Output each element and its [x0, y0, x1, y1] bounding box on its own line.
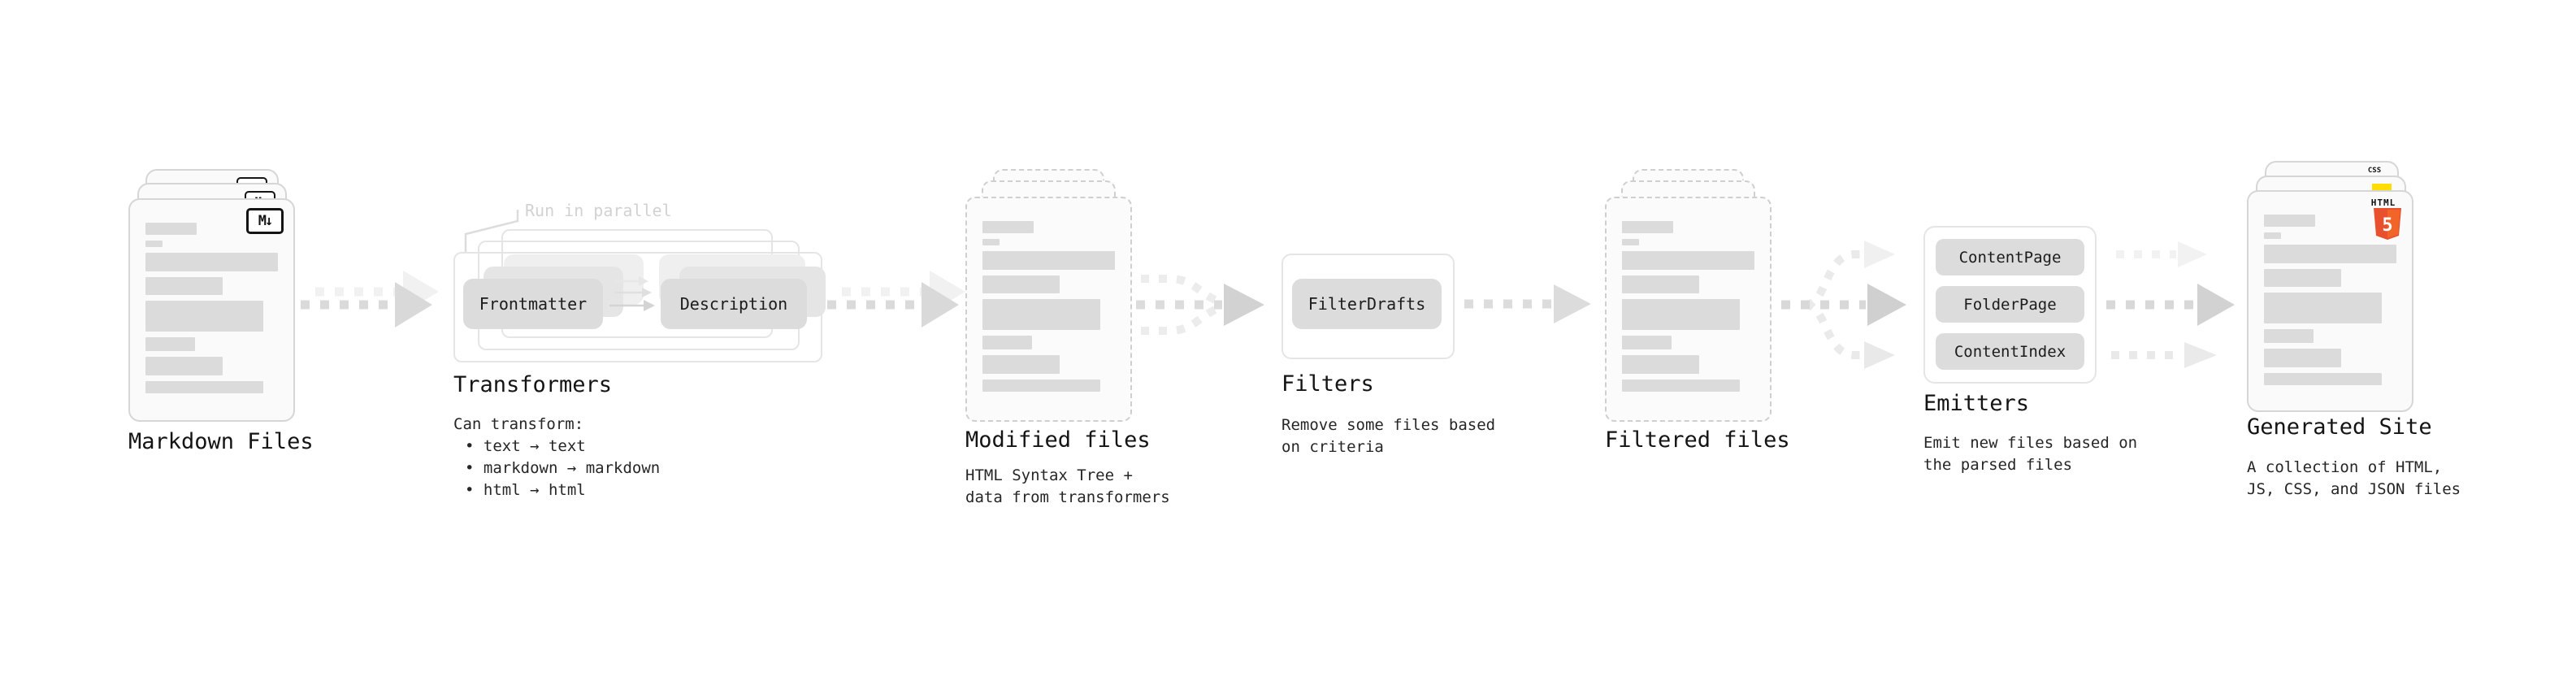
flow-arrow-filters-to-filtered — [1464, 284, 1591, 323]
subtitle-line: Remove some files based — [1281, 416, 1496, 434]
html5-icon-number: 5 — [2382, 215, 2392, 236]
note-bullet: • text → text — [465, 437, 586, 455]
html5-shield: 5 — [2374, 208, 2401, 240]
stage-label-emitters: Emitters — [1923, 391, 2030, 416]
note-bullet: • html → html — [465, 481, 586, 499]
folder-page-box: FolderPage — [1936, 286, 2084, 323]
stage-label-modified-files: Modified files — [965, 427, 1151, 453]
stage-label-generated-site: Generated Site — [2247, 414, 2432, 440]
subtitle-line: on criteria — [1281, 438, 1384, 456]
transformers-group: Frontmatter Description Run in parallel — [447, 195, 829, 374]
subtitle-line: data from transformers — [965, 488, 1170, 506]
subtitle-line: Emit new files based on — [1923, 434, 2138, 452]
run-in-parallel-annotation: Run in parallel — [525, 201, 672, 220]
filters-frame: FilterDrafts — [1281, 254, 1455, 359]
content-page-box: ContentPage — [1936, 239, 2084, 275]
html-file-card: HTML 5 — [2247, 190, 2413, 412]
stage-label-filters: Filters — [1281, 371, 1374, 397]
filters-subtitle: Remove some files based on criteria — [1281, 414, 1495, 458]
modified-file-card-front — [965, 197, 1132, 422]
filtered-files-stack — [1605, 169, 1776, 423]
frontmatter-box: Frontmatter — [463, 279, 603, 329]
markdown-icon: M↓ — [246, 208, 284, 234]
subtitle-line: JS, CSS, and JSON files — [2247, 480, 2461, 498]
text-placeholder-bars — [2264, 215, 2396, 385]
note-title: Can transform: — [453, 415, 584, 433]
stage-label-filtered-files: Filtered files — [1605, 427, 1790, 453]
text-placeholder-bars — [1622, 221, 1754, 392]
flow-arrow-fan-in-to-filters — [1136, 275, 1264, 335]
stage-label-transformers: Transformers — [453, 372, 613, 397]
content-index-box: ContentIndex — [1936, 333, 2084, 370]
emitters-frame: ContentPage FolderPage ContentIndex — [1923, 226, 2097, 384]
subtitle-line: HTML Syntax Tree + — [965, 466, 1133, 484]
filtered-file-card-front — [1605, 197, 1772, 422]
html5-icon-word: HTML — [2370, 197, 2396, 208]
text-placeholder-bars — [982, 221, 1115, 392]
generated-site-subtitle: A collection of HTML, JS, CSS, and JSON … — [2247, 457, 2461, 501]
modified-files-stack — [965, 169, 1136, 423]
css-icon-word: CSS — [2367, 167, 2382, 175]
annotation-callout-line — [464, 210, 519, 252]
html5-icon: HTML 5 — [2365, 198, 2402, 245]
text-placeholder-bars — [145, 223, 278, 393]
description-box: Description — [661, 279, 807, 329]
flow-arrow-markdown-to-transformers — [301, 271, 439, 327]
generated-site-stack: CSS HTML 5 — [2247, 161, 2418, 414]
modified-files-subtitle: HTML Syntax Tree + data from transformer… — [965, 465, 1170, 509]
transformers-note: Can transform: • text → text • markdown … — [453, 414, 660, 501]
stage-label-markdown-files: Markdown Files — [128, 429, 314, 454]
emitters-subtitle: Emit new files based on the parsed files — [1923, 432, 2137, 476]
markdown-files-stack: M↓ M↓ M↓ — [128, 169, 299, 422]
flow-arrow-fan-out-to-emitters — [1781, 241, 1906, 369]
flow-arrows-emitters-to-site — [2106, 241, 2235, 368]
flow-arrow-transformers-to-modified — [827, 271, 965, 327]
note-bullet: • markdown → markdown — [465, 459, 661, 477]
markdown-file-card-front: M↓ — [128, 198, 295, 422]
filter-drafts-box: FilterDrafts — [1292, 279, 1442, 329]
transform-step-arrows — [609, 276, 655, 311]
subtitle-line: A collection of HTML, — [2247, 458, 2443, 476]
subtitle-line: the parsed files — [1923, 456, 2073, 474]
